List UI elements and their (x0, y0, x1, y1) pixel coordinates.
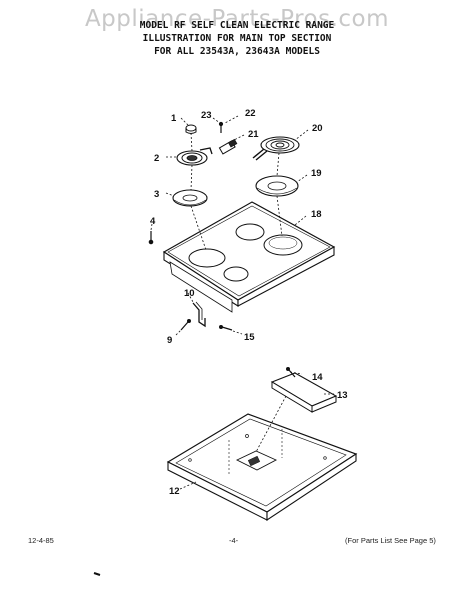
header-line-1: MODEL RF SELF CLEAN ELECTRIC RANGE (139, 20, 335, 31)
terminal-screw (219, 122, 222, 133)
cooktop-opening-rear-left (189, 249, 225, 267)
callout-9: 9 (167, 335, 172, 346)
leader-lines-upper (151, 116, 308, 335)
screw-4 (149, 231, 153, 244)
footer-date: 12-4-85 (28, 536, 54, 545)
oven-bottom-panel (168, 414, 356, 520)
callout-2: 2 (154, 153, 159, 164)
diagram-header: MODEL RF SELF CLEAN ELECTRIC RANGE ILLUS… (0, 19, 474, 58)
footer-page-number: -4- (229, 536, 239, 545)
cooktop-opening-rear-right (236, 224, 264, 240)
footer-parts-list-note: (For Parts List See Page 5) (345, 536, 436, 545)
cooktop-panel (164, 202, 334, 312)
knob-cap (186, 125, 196, 134)
drip-pan-left (173, 190, 207, 206)
screw-14 (287, 368, 296, 378)
callout-22: 22 (245, 108, 256, 119)
callout-15: 15 (244, 332, 255, 343)
oven-vent-baffle (272, 373, 336, 412)
scan-mark (94, 573, 100, 575)
cooktop-opening-front-right (264, 235, 302, 255)
callout-18: 18 (311, 209, 322, 220)
header-line-3: FOR ALL 23543A, 23643A MODELS (154, 46, 320, 57)
screw-15 (220, 326, 233, 331)
leader-lines-lower (180, 372, 336, 489)
cooktop-opening-front-left (224, 267, 248, 281)
callout-1: 1 (171, 113, 177, 124)
callout-14: 14 (312, 372, 323, 383)
callout-13: 13 (337, 390, 348, 401)
terminal-block (219, 139, 237, 154)
callout-4: 4 (150, 216, 156, 227)
callout-10: 10 (184, 288, 195, 299)
callout-12: 12 (169, 486, 180, 497)
header-line-2: ILLUSTRATION FOR MAIN TOP SECTION (142, 33, 332, 44)
screw-9 (181, 320, 191, 331)
surface-element-left (177, 148, 212, 165)
surface-element-coil (253, 137, 299, 160)
hinge-bracket (193, 302, 205, 326)
drip-pan-right (256, 176, 298, 196)
callout-21: 21 (248, 129, 259, 140)
callout-23: 23 (201, 110, 212, 121)
callout-3: 3 (154, 189, 159, 200)
watermark: Appliance-Parts-Pros.com (84, 6, 390, 32)
callout-labels: 1 2 3 4 9 10 12 13 14 15 18 19 20 21 22 … (150, 108, 348, 497)
callout-19: 19 (311, 168, 322, 179)
callout-20: 20 (312, 123, 323, 134)
